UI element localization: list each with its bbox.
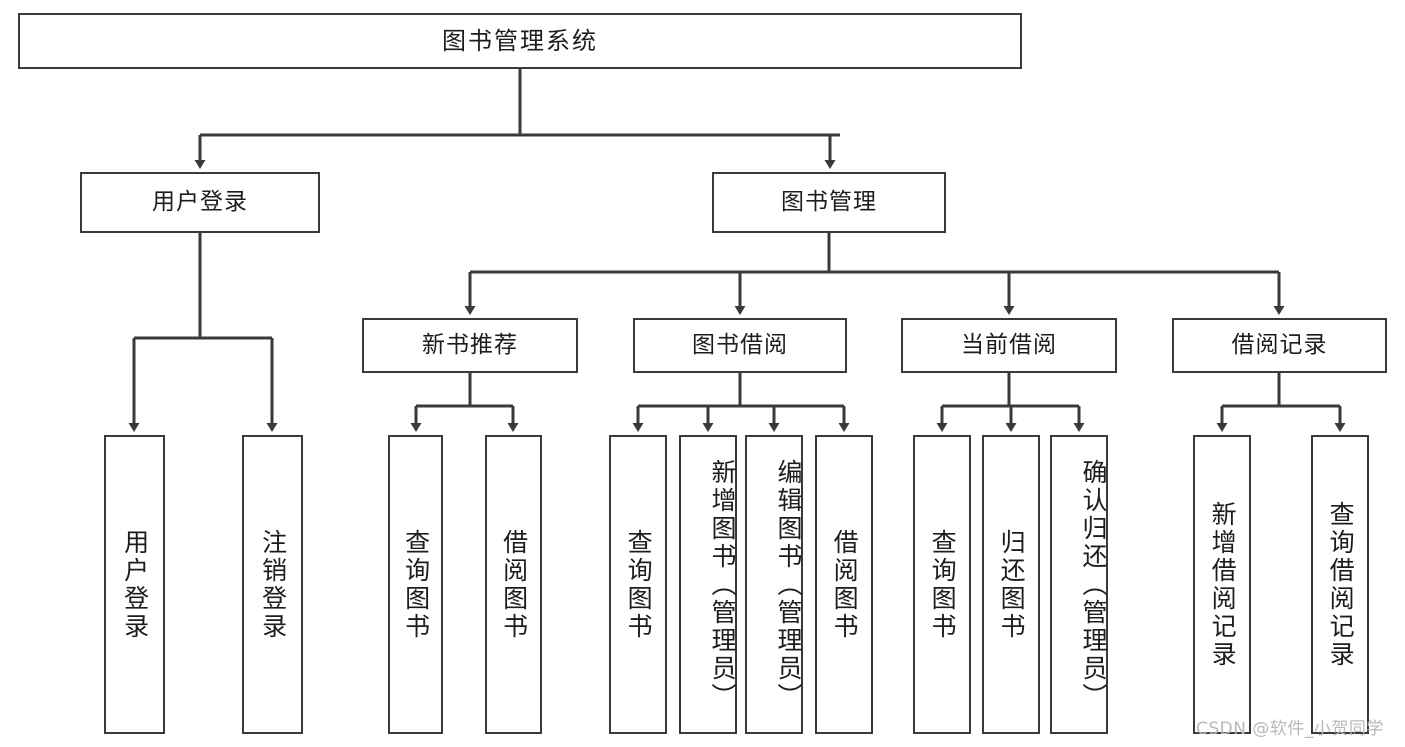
leaf-node-query-book-current[interactable]: 查询图书 bbox=[913, 435, 971, 734]
node-user-login[interactable]: 用户登录 bbox=[80, 172, 320, 233]
leaf-node-user-logout[interactable]: 注销登录 bbox=[242, 435, 303, 734]
leaf-node-edit-book-admin[interactable]: 编辑图书（管理员） bbox=[745, 435, 803, 734]
node-borrow-record[interactable]: 借阅记录 bbox=[1172, 318, 1387, 373]
node-root-system[interactable]: 图书管理系统 bbox=[18, 13, 1022, 69]
leaf-node-return-book[interactable]: 归还图书 bbox=[982, 435, 1040, 734]
node-new-book-recommend[interactable]: 新书推荐 bbox=[362, 318, 578, 373]
node-current-borrow[interactable]: 当前借阅 bbox=[901, 318, 1117, 373]
leaf-node-query-borrow-record[interactable]: 查询借阅记录 bbox=[1311, 435, 1369, 734]
leaf-node-query-book-recommend[interactable]: 查询图书 bbox=[388, 435, 443, 734]
leaf-node-confirm-return-admin[interactable]: 确认归还（管理员） bbox=[1050, 435, 1108, 734]
csdn-watermark: CSDN @软件_小贺同学 bbox=[1196, 719, 1384, 739]
leaf-node-borrow-book[interactable]: 借阅图书 bbox=[815, 435, 873, 734]
leaf-node-query-book-borrow[interactable]: 查询图书 bbox=[609, 435, 667, 734]
node-book-borrow[interactable]: 图书借阅 bbox=[633, 318, 847, 373]
leaf-node-add-book-admin[interactable]: 新增图书（管理员） bbox=[679, 435, 737, 734]
leaf-node-add-borrow-record[interactable]: 新增借阅记录 bbox=[1193, 435, 1251, 734]
leaf-node-user-login[interactable]: 用户登录 bbox=[104, 435, 165, 734]
leaf-node-borrow-book-recommend[interactable]: 借阅图书 bbox=[485, 435, 542, 734]
node-book-manage[interactable]: 图书管理 bbox=[712, 172, 946, 233]
